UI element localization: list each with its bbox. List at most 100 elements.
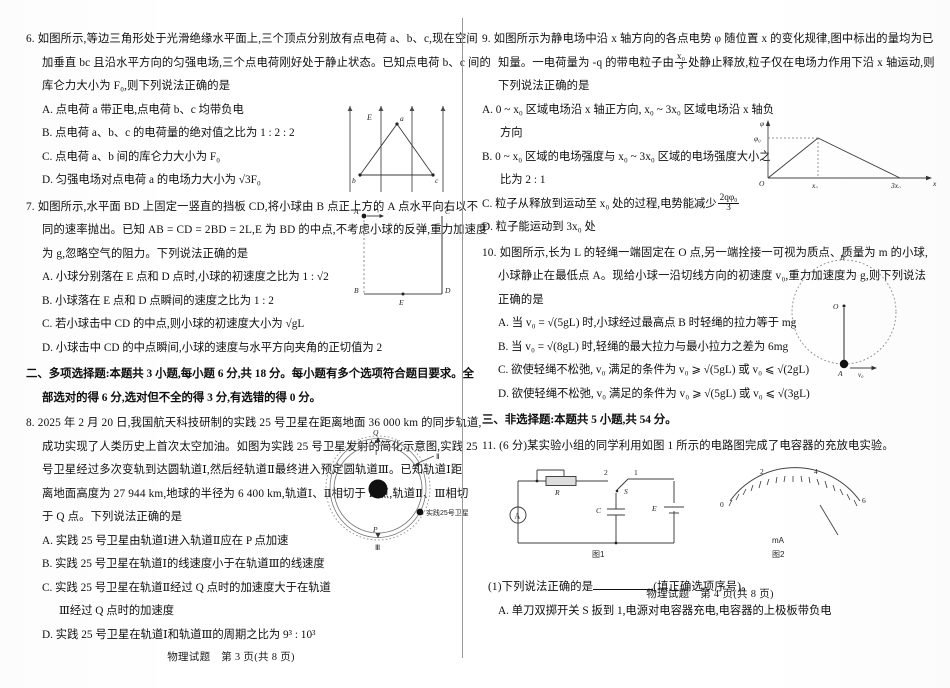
q11-capacitor-label: C	[596, 506, 602, 515]
q8-stem-line-3: 号卫星经过多次变轨到达圆轨道Ⅰ,然后经轨道Ⅱ最终进入预定圆轨道Ⅲ。已知轨道Ⅰ距	[42, 464, 463, 476]
question-7: 7. 如图所示,水平面 BD 上固定一竖直的挡板 CD,将小球由 B 点正上方的…	[26, 196, 488, 361]
q9-number: 9.	[482, 33, 491, 45]
q10-figure: B O A v₀	[782, 250, 932, 379]
q7-label-A: A	[353, 207, 359, 216]
q6-stem-text-1: 如图所示,等边三角形处于光滑绝缘水平面上,三个顶点分别放有点电荷 a、b、c,现…	[37, 33, 478, 45]
q8-option-d-text: D. 实践 25 号卫星在轨道Ⅰ和轨道Ⅲ的周期之比为 9³ : 10³	[42, 628, 316, 641]
q10-label-B: B	[840, 253, 845, 262]
q11-sub-question-1: (1)下列说法正确的是(填正确选项序号)。	[482, 576, 928, 600]
q10-option-d: D. 欲使轻绳不松弛, v₀ 满足的条件为 v₀ ⩾ √(5gL) 或 v₀ ⩽…	[498, 387, 810, 400]
milliammeter-dial-svg: 0 2 4 6 mA 图2	[720, 467, 866, 559]
q11-dial-unit: mA	[772, 536, 785, 545]
satellite-orbit-diagram-svg: Q P Ⅰ Ⅱ Ⅲ 实践25号卫星	[325, 428, 469, 552]
q8-stem-line-4: 离地面高度为 27 944 km,地球的半径为 6 400 km,轨道Ⅰ、Ⅱ相切…	[42, 487, 469, 500]
q10-option-a: A. 当 v₀ = √(5gL) 时,小球经过最高点 B 时轻绳的拉力等于 mg	[498, 317, 797, 329]
q10-label-O: O	[833, 302, 839, 311]
q8-number: 8.	[26, 417, 35, 429]
q11-switch-pos-1: 1	[634, 468, 638, 477]
q7-label-D: D	[444, 286, 451, 295]
q7-option-c: C. 若小球击中 CD 的中点,则小球的初速度大小为 √gL	[42, 318, 305, 330]
column-divider	[462, 18, 463, 658]
section-2-line-1: 二、多项选择题:本题共 3 小题,每小题 6 分,共 18 分。每小题有多个选项…	[26, 368, 475, 380]
q11-dial-tick-6: 6	[862, 496, 866, 505]
q7-stem-line-2: 同的速率抛出。已知 AB = CD = 2BD = 2L,E 为 BD 的中点,…	[42, 224, 488, 236]
q11-figure-1-caption: 图1	[592, 550, 605, 559]
q11-switch-label: S	[624, 487, 628, 496]
q7-stem-line-1: 7. 如图所示,水平面 BD 上固定一竖直的挡板 CD,将小球由 B 点正上方的…	[26, 196, 478, 220]
q11-resistor-label: R	[554, 488, 560, 497]
q7-stem-text-1: 如图所示,水平面 BD 上固定一竖直的挡板 CD,将小球由 B 点正上方的 A …	[37, 200, 479, 213]
q7-label-B: B	[354, 286, 359, 295]
question-11: 11. (6 分)某实验小组的同学利用如图 1 所示的电路图完成了电容器的充放电…	[482, 435, 928, 624]
q11-battery-label: E	[651, 504, 657, 513]
q10-stem-line-3: 正确的是	[498, 293, 544, 306]
q9-xtick-3x0: 3x₀	[890, 181, 901, 188]
q9-fraction-numerator: x₀	[674, 51, 688, 64]
question-8: 8. 2025 年 2 月 20 日,我国航天科技研制的实践 25 号卫星在距离…	[26, 412, 481, 648]
q9-stem-line-1: 9. 如图所示为静电场中沿 x 轴方向的各点电势 φ 随位置 x 的变化规律,图…	[482, 28, 933, 52]
q9-option-a-line-2: 方向	[500, 127, 523, 139]
q9-stem-text-2b: 处静止释放,粒子仅在电场力作用下沿 x 轴运动,则	[688, 56, 935, 69]
q11-number: 11.	[482, 439, 497, 452]
left-page-column: 6. 如图所示,等边三角形处于光滑绝缘水平面上,三个顶点分别放有点电荷 a、b、…	[0, 0, 491, 688]
q9-stem-text-2a: 知量。一电荷量为 -q 的带电粒子由	[498, 56, 674, 69]
q9-origin-label: O	[759, 179, 765, 188]
section-3-header: 三、非选择题:本题共 5 小题,共 54 分。	[482, 409, 928, 433]
q9-fraction-denominator: 3	[678, 62, 684, 73]
q6-vertex-b: b	[352, 176, 356, 185]
q6-stem-line-1: 6. 如图所示,等边三角形处于光滑绝缘水平面上,三个顶点分别放有点电荷 a、b、…	[26, 28, 478, 52]
section-2-header: 二、多项选择题:本题共 3 小题,每小题 6 分,共 18 分。每小题有多个选项…	[26, 363, 475, 410]
q6-option-b: B. 点电荷 a、b、c 的电荷量的绝对值之比为 1 : 2 : 2	[42, 127, 295, 139]
q6-vertex-c: c	[435, 176, 439, 185]
q10-number: 10.	[482, 246, 497, 259]
q9-stem-line-3: 下列说法正确的是	[498, 80, 590, 92]
q8-label-orbit-2: Ⅱ	[436, 452, 440, 461]
left-page-footer: 物理试题 第 3 页(共 8 页)	[167, 652, 295, 663]
q9-option-c-den: 3	[726, 203, 731, 214]
right-page-column: 9. 如图所示为静电场中沿 x 轴方向的各点电势 φ 随位置 x 的变化规律,图…	[470, 0, 950, 625]
q6-number: 6.	[26, 33, 35, 45]
q8-option-b: B. 实践 25 号卫星在轨道Ⅰ的线速度小于在轨道Ⅲ的线速度	[42, 558, 325, 570]
q8-stem-text-1: 2025 年 2 月 20 日,我国航天科技研制的实践 25 号卫星在距离地面 …	[37, 417, 482, 429]
q11-figure-2: 0 2 4 6 mA 图2	[710, 463, 895, 559]
q8-label-orbit-3: Ⅲ	[375, 543, 380, 551]
question-10: 10. 如图所示,长为 L 的轻绳一端固定在 O 点,另一端拴接一可视为质点、质…	[482, 242, 928, 407]
q6-option-c: C. 点电荷 a、b 间的库仑力大小为 F₀	[42, 150, 221, 163]
q6-vertex-a: a	[400, 114, 404, 123]
right-page-footer: 物理试题 第 4 页(共 8 页)	[646, 589, 774, 600]
q11-answer-blank[interactable]	[593, 578, 654, 590]
q8-stem-line-5: 于 Q 点。下列说法正确的是	[42, 511, 183, 523]
q8-option-d: D. 实践 25 号卫星在轨道Ⅰ和轨道Ⅲ的周期之比为 9³ : 10³	[26, 624, 444, 648]
q11-switch-pos-2: 2	[604, 468, 608, 477]
q8-satellite-label: 实践25号卫星	[426, 508, 469, 517]
q11-figure-1: A R C E S 2 1 图1	[504, 463, 704, 559]
q9-axis-label-phi: φ	[760, 119, 764, 128]
q7-stem-line-3: 为 g,忽略空气的阻力。下列说法正确的是	[42, 247, 249, 260]
q8-option-a: A. 实践 25 号卫星由轨道Ⅰ进入轨道Ⅱ应在 P 点加速	[42, 534, 289, 547]
q9-option-c-num: 2qφ₀	[717, 192, 740, 205]
q7-figure: A v₀ C B E D	[344, 202, 462, 310]
q7-option-a: A. 小球分别落在 E 点和 D 点时,小球的初速度之比为 1 : √2	[42, 271, 329, 283]
q11-stem-line-1: 11. (6 分)某实验小组的同学利用如图 1 所示的电路图完成了电容器的充放电…	[482, 435, 928, 459]
q6-figure: E a b c	[338, 100, 460, 196]
q8-figure: Q P Ⅰ Ⅱ Ⅲ 实践25号卫星	[316, 426, 476, 552]
q9-axis-label-x: x	[932, 179, 937, 188]
q6-option-a: A. 点电荷 a 带正电,点电荷 b、c 均带负电	[42, 103, 244, 116]
q11-figure-2-caption: 图2	[772, 550, 785, 559]
q8-label-P: P	[372, 525, 378, 534]
q7-label-C: C	[445, 207, 451, 216]
q8-label-orbit-1: Ⅰ	[375, 448, 377, 457]
q8-option-c-continued: Ⅲ经过 Q 点时的加速度	[59, 605, 175, 617]
q10-stem-text-1: 如图所示,长为 L 的轻绳一端固定在 O 点,另一端拴接一可视为质点、质量为 m…	[499, 246, 928, 259]
q8-stem-line-1: 8. 2025 年 2 月 20 日,我国航天科技研制的实践 25 号卫星在距离…	[26, 412, 481, 436]
q7-option-d: D. 小球击中 CD 的中点瞬间,小球的速度与水平方向夹角的正切值为 2	[42, 341, 383, 354]
q6-stem-line-3: 库仑力大小为 F₀,则下列说法正确的是	[42, 80, 231, 92]
section-3-line-1: 三、非选择题:本题共 5 小题,共 54 分。	[482, 414, 677, 426]
q10-option-c: C. 欲使轻绳不松弛, v₀ 满足的条件为 v₀ ⩾ √(5gL) 或 v₀ ⩽…	[498, 364, 810, 376]
vertical-circular-motion-diagram-svg: B O A v₀	[791, 253, 897, 379]
